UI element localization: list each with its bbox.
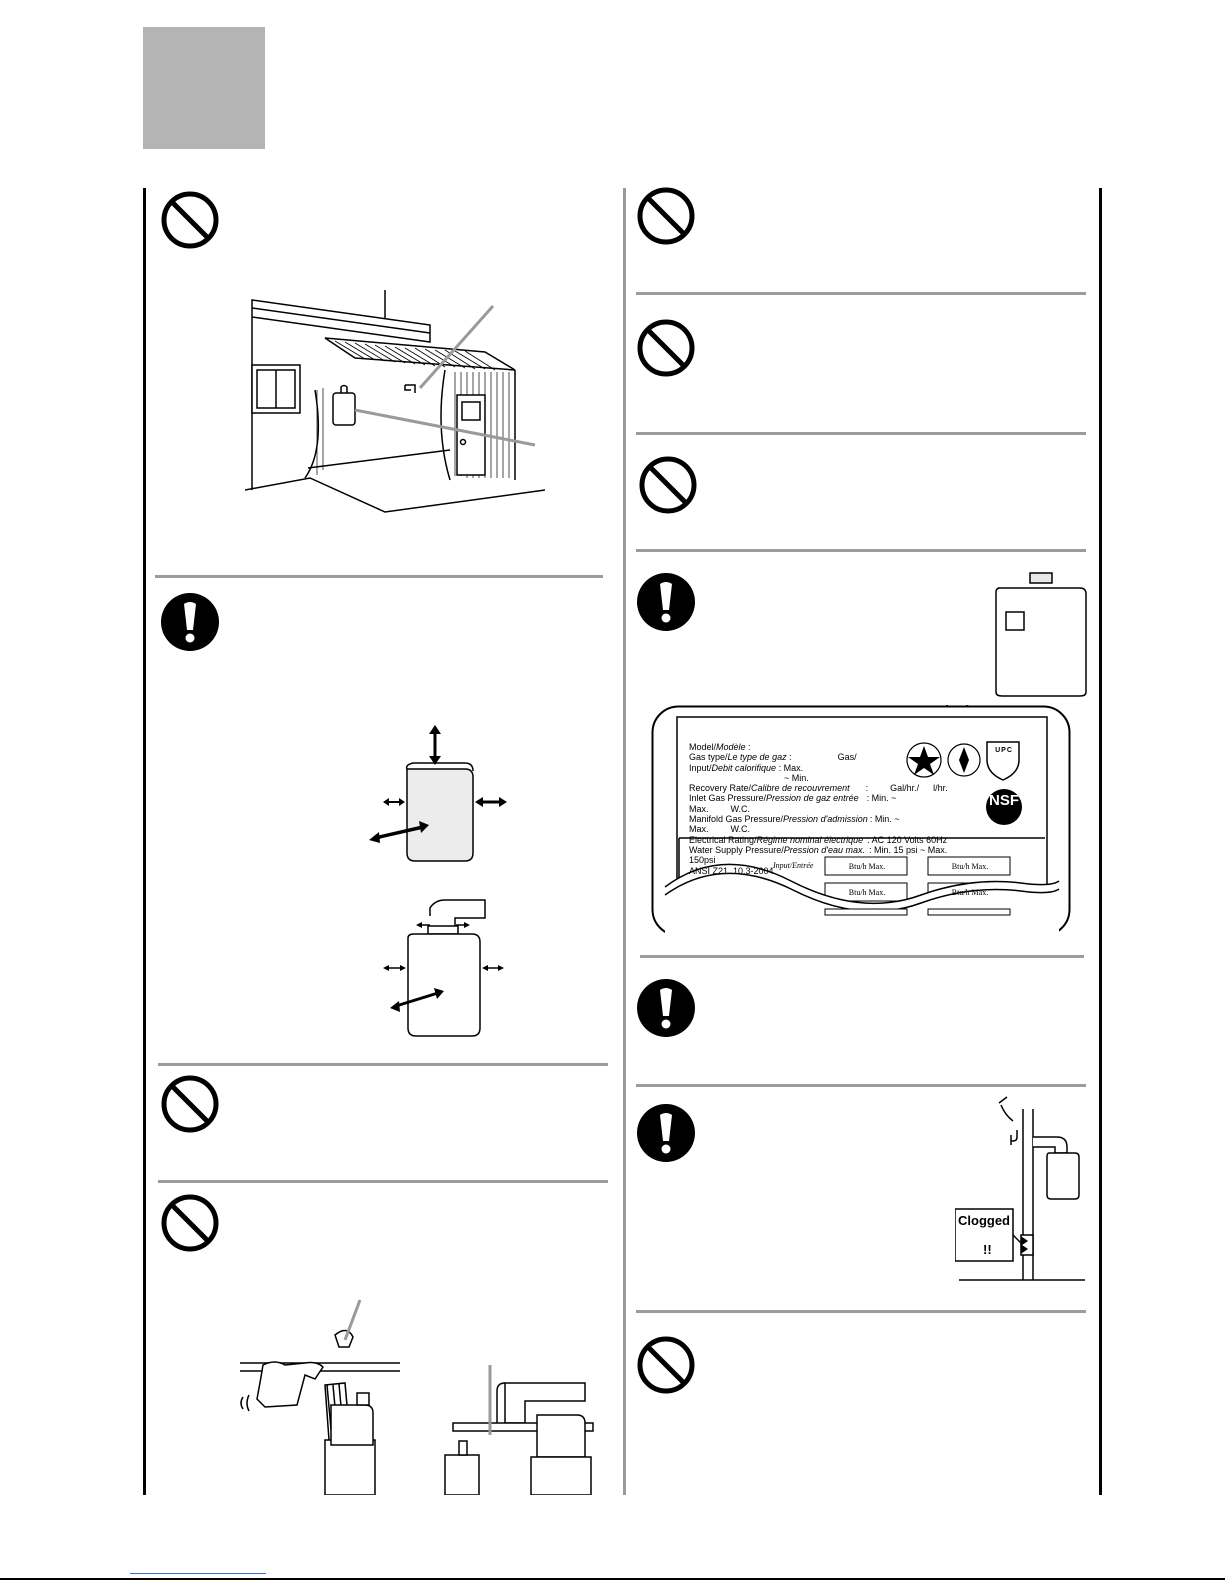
label-model-fr: Modèle [716, 742, 746, 752]
label-recovery: Recovery Rate/ [689, 783, 752, 794]
manifold-wc: W.C. [730, 824, 751, 835]
clogged-vent-illustration [955, 1096, 1085, 1281]
btuh-max-label: Btu/h Max. [951, 862, 989, 871]
chapter-tab [143, 27, 265, 149]
clogged-sign-marks: !! [983, 1242, 992, 1257]
mandatory-action-icon [636, 572, 696, 632]
mandatory-action-icon [160, 592, 220, 652]
label-manifold: Manifold Gas Pressure/ [689, 814, 784, 825]
electrical-value: : AC 120 Volts 60Hz [867, 834, 948, 845]
prohibition-icon [638, 455, 698, 515]
section-divider [636, 1310, 1086, 1313]
section-divider [636, 432, 1086, 435]
clearance-diagram-side-vent [383, 899, 504, 1037]
right-column-border [1099, 188, 1102, 1495]
clearance-diagram-top-vent [369, 725, 507, 862]
left-column-border [143, 188, 146, 1495]
inlet-wc: W.C. [730, 803, 751, 814]
label-input: Input/ [689, 762, 712, 773]
prohibition-icon [160, 190, 220, 250]
section-divider [155, 575, 603, 578]
label-water: Water Supply Pressure/ [689, 844, 784, 855]
mandatory-action-icon [636, 978, 696, 1038]
combustibles-near-vent-illustration [240, 1299, 594, 1495]
nsf-logo: NSF [989, 792, 1019, 809]
btuh-max-label: Btu/h Max. [848, 888, 886, 897]
section-divider [158, 1063, 608, 1066]
label-electrical: Electrical Rating/ [689, 834, 757, 845]
prohibition-icon [636, 1335, 696, 1395]
input-entree-label: Input/Entrée [773, 861, 814, 870]
gas-value: Gas/ [837, 752, 857, 763]
nameplate-callout: Model/Modèle : Gas type/Le type de gaz :… [651, 705, 1071, 937]
house-installation-illustration [245, 290, 545, 513]
label-input-fr: Debit calorifique [711, 762, 777, 773]
label-gas-type-fr: Le type de gaz [727, 752, 787, 763]
label-inlet-fr: Pression de gaz entrée [766, 793, 859, 804]
water-value: : Min. 15 psi ~ Max. 150psi [689, 844, 948, 866]
recovery-units-l: l/hr. [933, 783, 948, 794]
label-inlet: Inlet Gas Pressure/ [689, 793, 767, 804]
prohibition-icon [636, 318, 696, 378]
btuh-max-label: Btu/h Max. [951, 888, 989, 897]
prohibition-icon [636, 186, 696, 246]
clogged-sign-title: Clogged [958, 1213, 1010, 1228]
label-model: Model/ [689, 742, 717, 752]
upc-logo: UPC [995, 747, 1013, 754]
input-min: ~ Min. [784, 772, 809, 783]
section-divider [636, 549, 1086, 552]
section-divider [640, 955, 1084, 958]
label-colon: : [745, 742, 751, 752]
section-divider [158, 1180, 608, 1183]
footer-link-underline [130, 1573, 266, 1574]
nameplate-text: Model/Modèle : Gas type/Le type de gaz :… [689, 742, 949, 876]
manifold-values: : Min. ~ Max. [689, 814, 900, 835]
mandatory-action-icon [636, 1103, 696, 1163]
label-recovery-fr: Calibre de recouvrement [751, 783, 850, 794]
label-gas-type: Gas type/ [689, 752, 728, 763]
inlet-values: : Min. ~ Max. [689, 793, 897, 814]
label-manifold-fr: Pression d'admission [783, 814, 868, 825]
recovery-units-gal: Gal/hr./ [890, 783, 920, 794]
footer-rule [0, 1578, 1225, 1580]
prohibition-icon [160, 1193, 220, 1253]
section-divider [636, 1084, 1086, 1087]
label-colon: : [786, 752, 792, 763]
btuh-max-label: Btu/h Max. [848, 862, 886, 871]
center-divider [623, 188, 626, 1495]
water-heater-unit-illustration [995, 572, 1087, 697]
input-max: : Max. [776, 762, 804, 773]
section-divider [636, 292, 1086, 295]
label-water-fr: Pression d'eau max. [783, 844, 865, 855]
standard-text: ANSI Z21. 10.3-2004 [689, 865, 774, 876]
label-electrical-fr: Régime nominal électrique [756, 834, 864, 845]
label-colon: : [865, 783, 869, 794]
prohibition-icon [160, 1074, 220, 1134]
